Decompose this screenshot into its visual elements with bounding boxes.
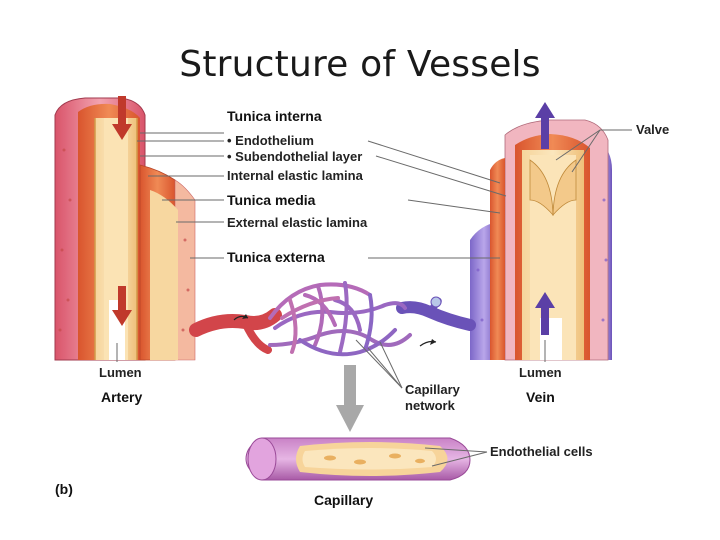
capillary-network-illustration [189, 281, 476, 432]
label-tunica-interna: Tunica interna [227, 108, 322, 124]
capillary-illustration [245, 437, 471, 481]
label-valve: Valve [636, 122, 669, 137]
label-capillary: Capillary [314, 492, 373, 508]
label-tunica-externa: Tunica externa [227, 249, 325, 265]
label-artery: Artery [101, 389, 142, 405]
leader-lines [116, 129, 632, 467]
label-internal-elastic-lamina: Internal elastic lamina [227, 168, 364, 183]
label-subendothelial-layer: • Subendothelial layer [227, 149, 362, 164]
label-vein: Vein [526, 389, 555, 405]
label-capillary-network-line1: Capillary [405, 382, 461, 397]
label-tunica-media: Tunica media [227, 192, 316, 208]
label-endothelial-cells: Endothelial cells [490, 444, 593, 459]
label-external-elastic-lamina: External elastic lamina [227, 215, 368, 230]
label-endothelium: • Endothelium [227, 133, 314, 148]
artery-illustration [54, 96, 196, 361]
vein-illustration [470, 102, 612, 361]
label-lumen-artery: Lumen [99, 365, 142, 380]
label-panel-b: (b) [55, 481, 73, 497]
label-lumen-vein: Lumen [519, 365, 562, 380]
label-capillary-network-line2: network [405, 398, 456, 413]
page-title: Structure of Vessels [179, 44, 541, 85]
